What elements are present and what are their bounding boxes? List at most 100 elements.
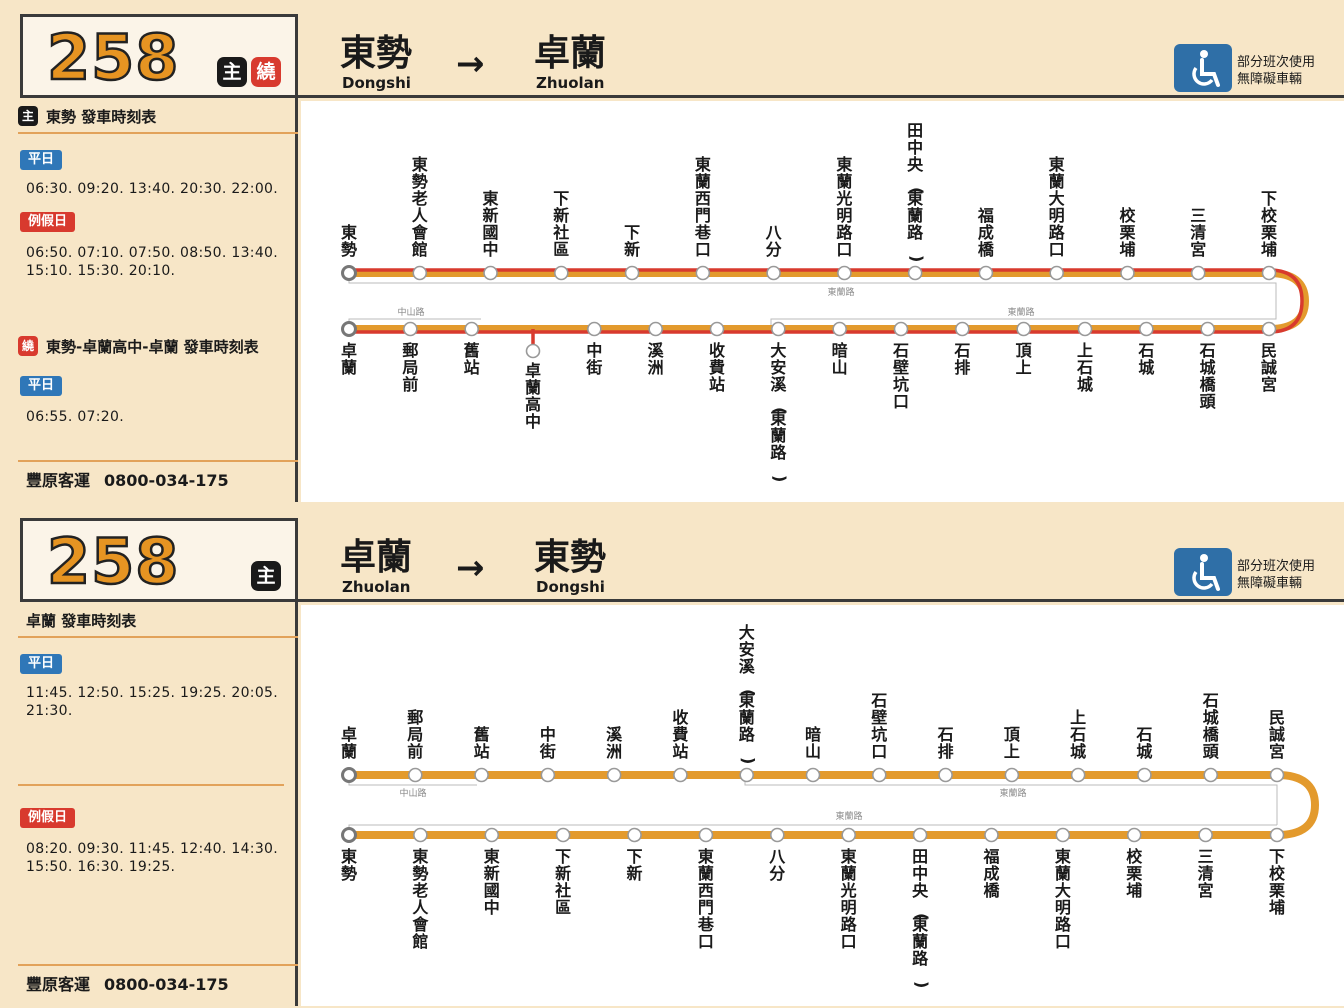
- bus-stop-marker: [841, 827, 856, 843]
- stop-name: 校栗埔: [1126, 847, 1143, 900]
- stop-name: 大安溪(東蘭路): [739, 623, 758, 764]
- stop-name: 下新社區: [554, 847, 571, 917]
- stop-name: 頂上: [1004, 725, 1021, 761]
- bus-stop-marker: [770, 827, 785, 843]
- stop-name: 下新: [624, 223, 640, 259]
- detour-route-badge: 繞: [251, 57, 281, 87]
- route-logo-box: 258 主: [20, 518, 298, 602]
- route-map: 中山路東蘭路東蘭路卓蘭郵局前舊站中街溪洲收費站大安溪(東蘭路)暗山石壁坑口石排頂…: [301, 605, 1344, 1006]
- direction-header: 卓蘭 Zhuolan → 東勢 Dongshi 部分班次使用 無障礙車輛: [298, 518, 1344, 602]
- detour-schedule-title-text: 東勢-卓蘭高中-卓蘭 發車時刻表: [46, 338, 259, 356]
- wheelchair-icon: [1174, 548, 1232, 596]
- stop-name: 卓蘭: [341, 725, 357, 761]
- stop-name: 收費站: [672, 708, 688, 761]
- bus-stop-marker: [627, 827, 642, 843]
- destination-name-en: Dongshi: [536, 578, 605, 596]
- stop-name: 上石城: [1069, 708, 1086, 761]
- stop-name: 暗山: [832, 341, 848, 377]
- stop-name: 石城橋頭: [1202, 691, 1220, 761]
- bus-stop-marker: [474, 767, 489, 783]
- road-outline: [348, 273, 1277, 320]
- bus-stop-marker: [837, 265, 852, 281]
- bus-stop-marker: [912, 827, 928, 843]
- bus-stop-marker: [1016, 321, 1031, 337]
- route-badges: 主 繞: [217, 57, 281, 87]
- bus-stop-marker: [893, 321, 909, 337]
- stop-name: 暗山: [805, 725, 821, 761]
- bus-stop-marker: [1120, 265, 1135, 281]
- bus-stop-marker: [412, 265, 428, 281]
- bus-stop-marker: [766, 265, 781, 281]
- stop-name: 收費站: [709, 341, 725, 394]
- road-label: 中山路: [397, 306, 424, 318]
- bus-stop-marker: [341, 321, 357, 337]
- stop-name: 頂上: [1016, 341, 1033, 377]
- road-label: 東蘭路: [1007, 306, 1034, 318]
- bus-stop-marker: [483, 265, 498, 281]
- bus-stop-marker: [464, 321, 479, 337]
- stop-name: 八分: [765, 223, 783, 259]
- stop-name: 三清宮: [1190, 206, 1206, 259]
- stop-name: 東新國中: [483, 189, 499, 259]
- bus-stop-marker: [978, 265, 994, 281]
- stop-name: 舊站: [464, 341, 480, 377]
- stop-name: 福成橋: [977, 206, 995, 259]
- route-number: 258: [46, 525, 180, 598]
- wheelchair-icon: [1174, 44, 1232, 92]
- road-label: 中山路: [399, 787, 426, 799]
- route-badges: 主: [251, 561, 281, 591]
- route-map: 東蘭路中山路東蘭路東勢東勢老人會館東新國中下新社區下新東蘭西門巷口八分東蘭光明路…: [301, 101, 1344, 502]
- bus-stop-marker: [1190, 265, 1206, 281]
- bus-stop-marker: [695, 265, 711, 281]
- main-route-line: [349, 771, 1319, 839]
- accessibility-note: 部分班次使用 無障礙車輛: [1237, 559, 1316, 591]
- bus-stop-marker: [540, 767, 556, 783]
- bus-stop-marker: [403, 321, 418, 337]
- bus-stop-marker: [709, 321, 725, 337]
- bus-stop-marker: [1070, 767, 1086, 783]
- bus-stop-marker: [1261, 265, 1277, 281]
- operator-name: 豐原客運: [26, 471, 91, 490]
- origin-name: 東勢: [340, 33, 413, 74]
- stop-name: 卓蘭高中: [525, 361, 541, 431]
- bus-stop-marker: [648, 321, 663, 337]
- bus-stop-marker: [1049, 265, 1064, 281]
- stop-name: 石城: [1137, 341, 1154, 377]
- bus-stop-marker: [1139, 321, 1154, 337]
- operator-info: 豐原客運 0800-034-175: [18, 460, 298, 498]
- bus-stop-marker: [1004, 767, 1020, 783]
- bus-stop-marker: [1261, 321, 1277, 337]
- bus-stop-marker: [805, 767, 821, 783]
- bus-stop-marker: [484, 827, 500, 843]
- stop-name: 石排: [953, 341, 970, 377]
- bus-stop-marker: [739, 767, 755, 783]
- route-number: 258: [46, 21, 180, 94]
- road-label: 東蘭路: [999, 787, 1026, 799]
- schedule-column: 主東勢 發車時刻表 平日 06:30. 09:20. 13:40. 20:30.…: [0, 98, 298, 502]
- stop-name: 石排: [937, 725, 954, 761]
- stop-name: 福成橋: [982, 847, 1000, 900]
- bus-stop-marker: [341, 767, 357, 783]
- bus-stop-marker: [832, 321, 847, 337]
- origin-name-en: Zhuolan: [342, 578, 411, 596]
- main-schedule-title: 主東勢 發車時刻表: [18, 100, 298, 134]
- detour-route-line: [349, 268, 1304, 334]
- bus-stop-marker: [341, 827, 357, 843]
- route-map-svg: 中山路東蘭路東蘭路卓蘭郵局前舊站中街溪洲收費站大安溪(東蘭路)暗山石壁坑口石排頂…: [341, 623, 1319, 988]
- destination-name: 東勢: [534, 537, 607, 578]
- holiday-times: 08:20. 09:30. 11:45. 12:40. 14:30. 15:50…: [26, 841, 278, 875]
- stop-name: 上石城: [1076, 341, 1093, 394]
- bus-stop-marker: [1198, 827, 1213, 843]
- bus-stop-marker: [984, 827, 999, 843]
- bus-stop-marker: [1200, 321, 1215, 337]
- stop-name: 田中央(東蘭路): [912, 847, 931, 988]
- bus-stop-marker: [1055, 827, 1071, 843]
- road-label: 東蘭路: [835, 810, 862, 822]
- direction-header: 東勢 Dongshi → 卓蘭 Zhuolan 部分班次使用 無障礙車輛: [298, 14, 1344, 98]
- destination-name-en: Zhuolan: [536, 74, 605, 92]
- bus-stop-marker: [955, 321, 970, 337]
- stop-name: 民誠宮: [1269, 708, 1285, 761]
- stop-name: 石壁坑口: [892, 341, 909, 411]
- operator-phone: 0800-034-175: [104, 471, 229, 490]
